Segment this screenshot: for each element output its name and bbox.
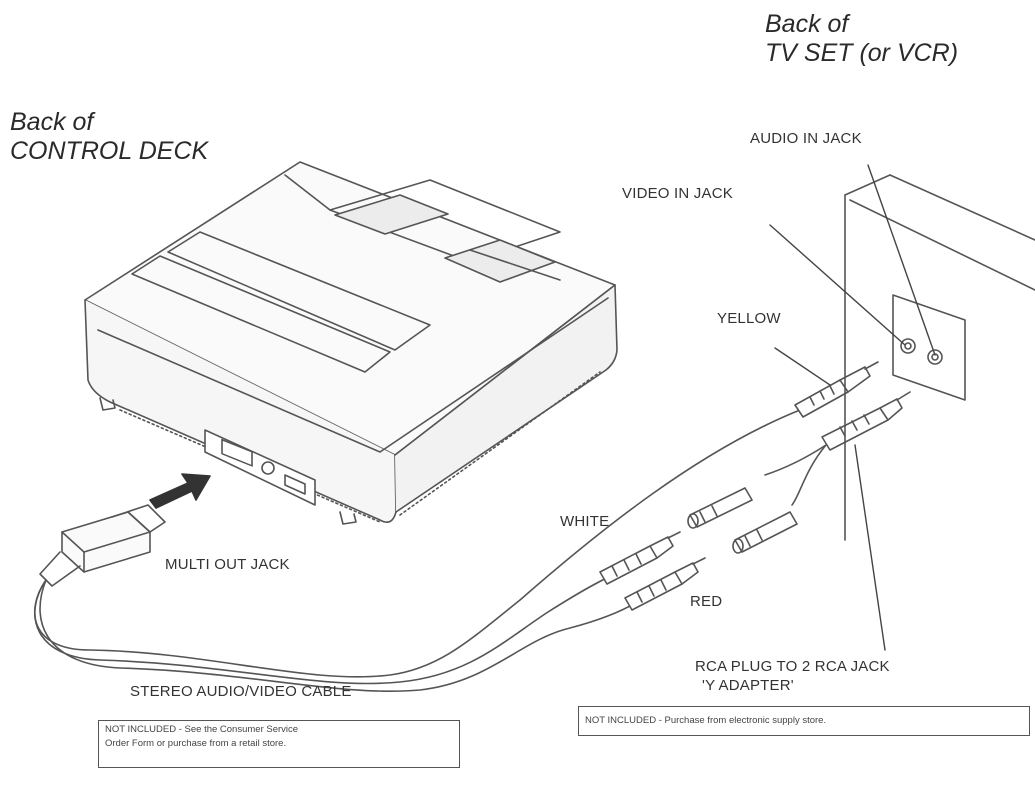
rca-adapter-label-line1: RCA PLUG TO 2 RCA JACK (695, 658, 890, 675)
leader-lines (769, 164, 936, 651)
rca-adapter-label-line2: 'Y ADAPTER' (702, 677, 794, 694)
cable-not-included-note: NOT INCLUDED - See the Consumer Service … (98, 720, 460, 768)
multi-out-plug (39, 504, 166, 587)
tv-set-back (844, 174, 1035, 541)
tv-heading-line1: Back of (765, 10, 849, 38)
yellow-rca-plug (794, 361, 879, 418)
red-rca-plug (624, 557, 706, 611)
white-label: WHITE (560, 513, 610, 530)
stereo-av-cable (33, 409, 801, 693)
tv-set-heading: Back of TV SET (or VCR) (765, 10, 958, 68)
deck-heading-line2: CONTROL DECK (10, 137, 209, 165)
adapter-not-included-note: NOT INCLUDED - Purchase from electronic … (578, 706, 1030, 736)
red-label: RED (690, 593, 723, 610)
stereo-cable-label: STEREO AUDIO/VIDEO CABLE (130, 683, 352, 700)
tv-heading-line2: TV SET (or VCR) (765, 39, 959, 67)
video-in-jack-label: VIDEO IN JACK (622, 185, 733, 202)
y-adapter-plug (764, 391, 911, 506)
insert-arrow-icon (149, 473, 211, 509)
note-left-line1: NOT INCLUDED - See the Consumer Service (105, 724, 299, 735)
note-right: NOT INCLUDED - Purchase from electronic … (585, 715, 827, 726)
note-left-line2: Order Form or purchase from a retail sto… (105, 738, 287, 749)
y-adapter-jacks (687, 487, 798, 554)
audio-in-jack-label: AUDIO IN JACK (750, 130, 862, 147)
white-rca-plug (599, 531, 681, 585)
control-deck-console (84, 161, 618, 525)
yellow-label: YELLOW (717, 310, 781, 327)
control-deck-heading: Back of CONTROL DECK (10, 108, 208, 166)
multi-out-jack-label: MULTI OUT JACK (165, 556, 290, 573)
deck-heading-line1: Back of (10, 108, 94, 136)
